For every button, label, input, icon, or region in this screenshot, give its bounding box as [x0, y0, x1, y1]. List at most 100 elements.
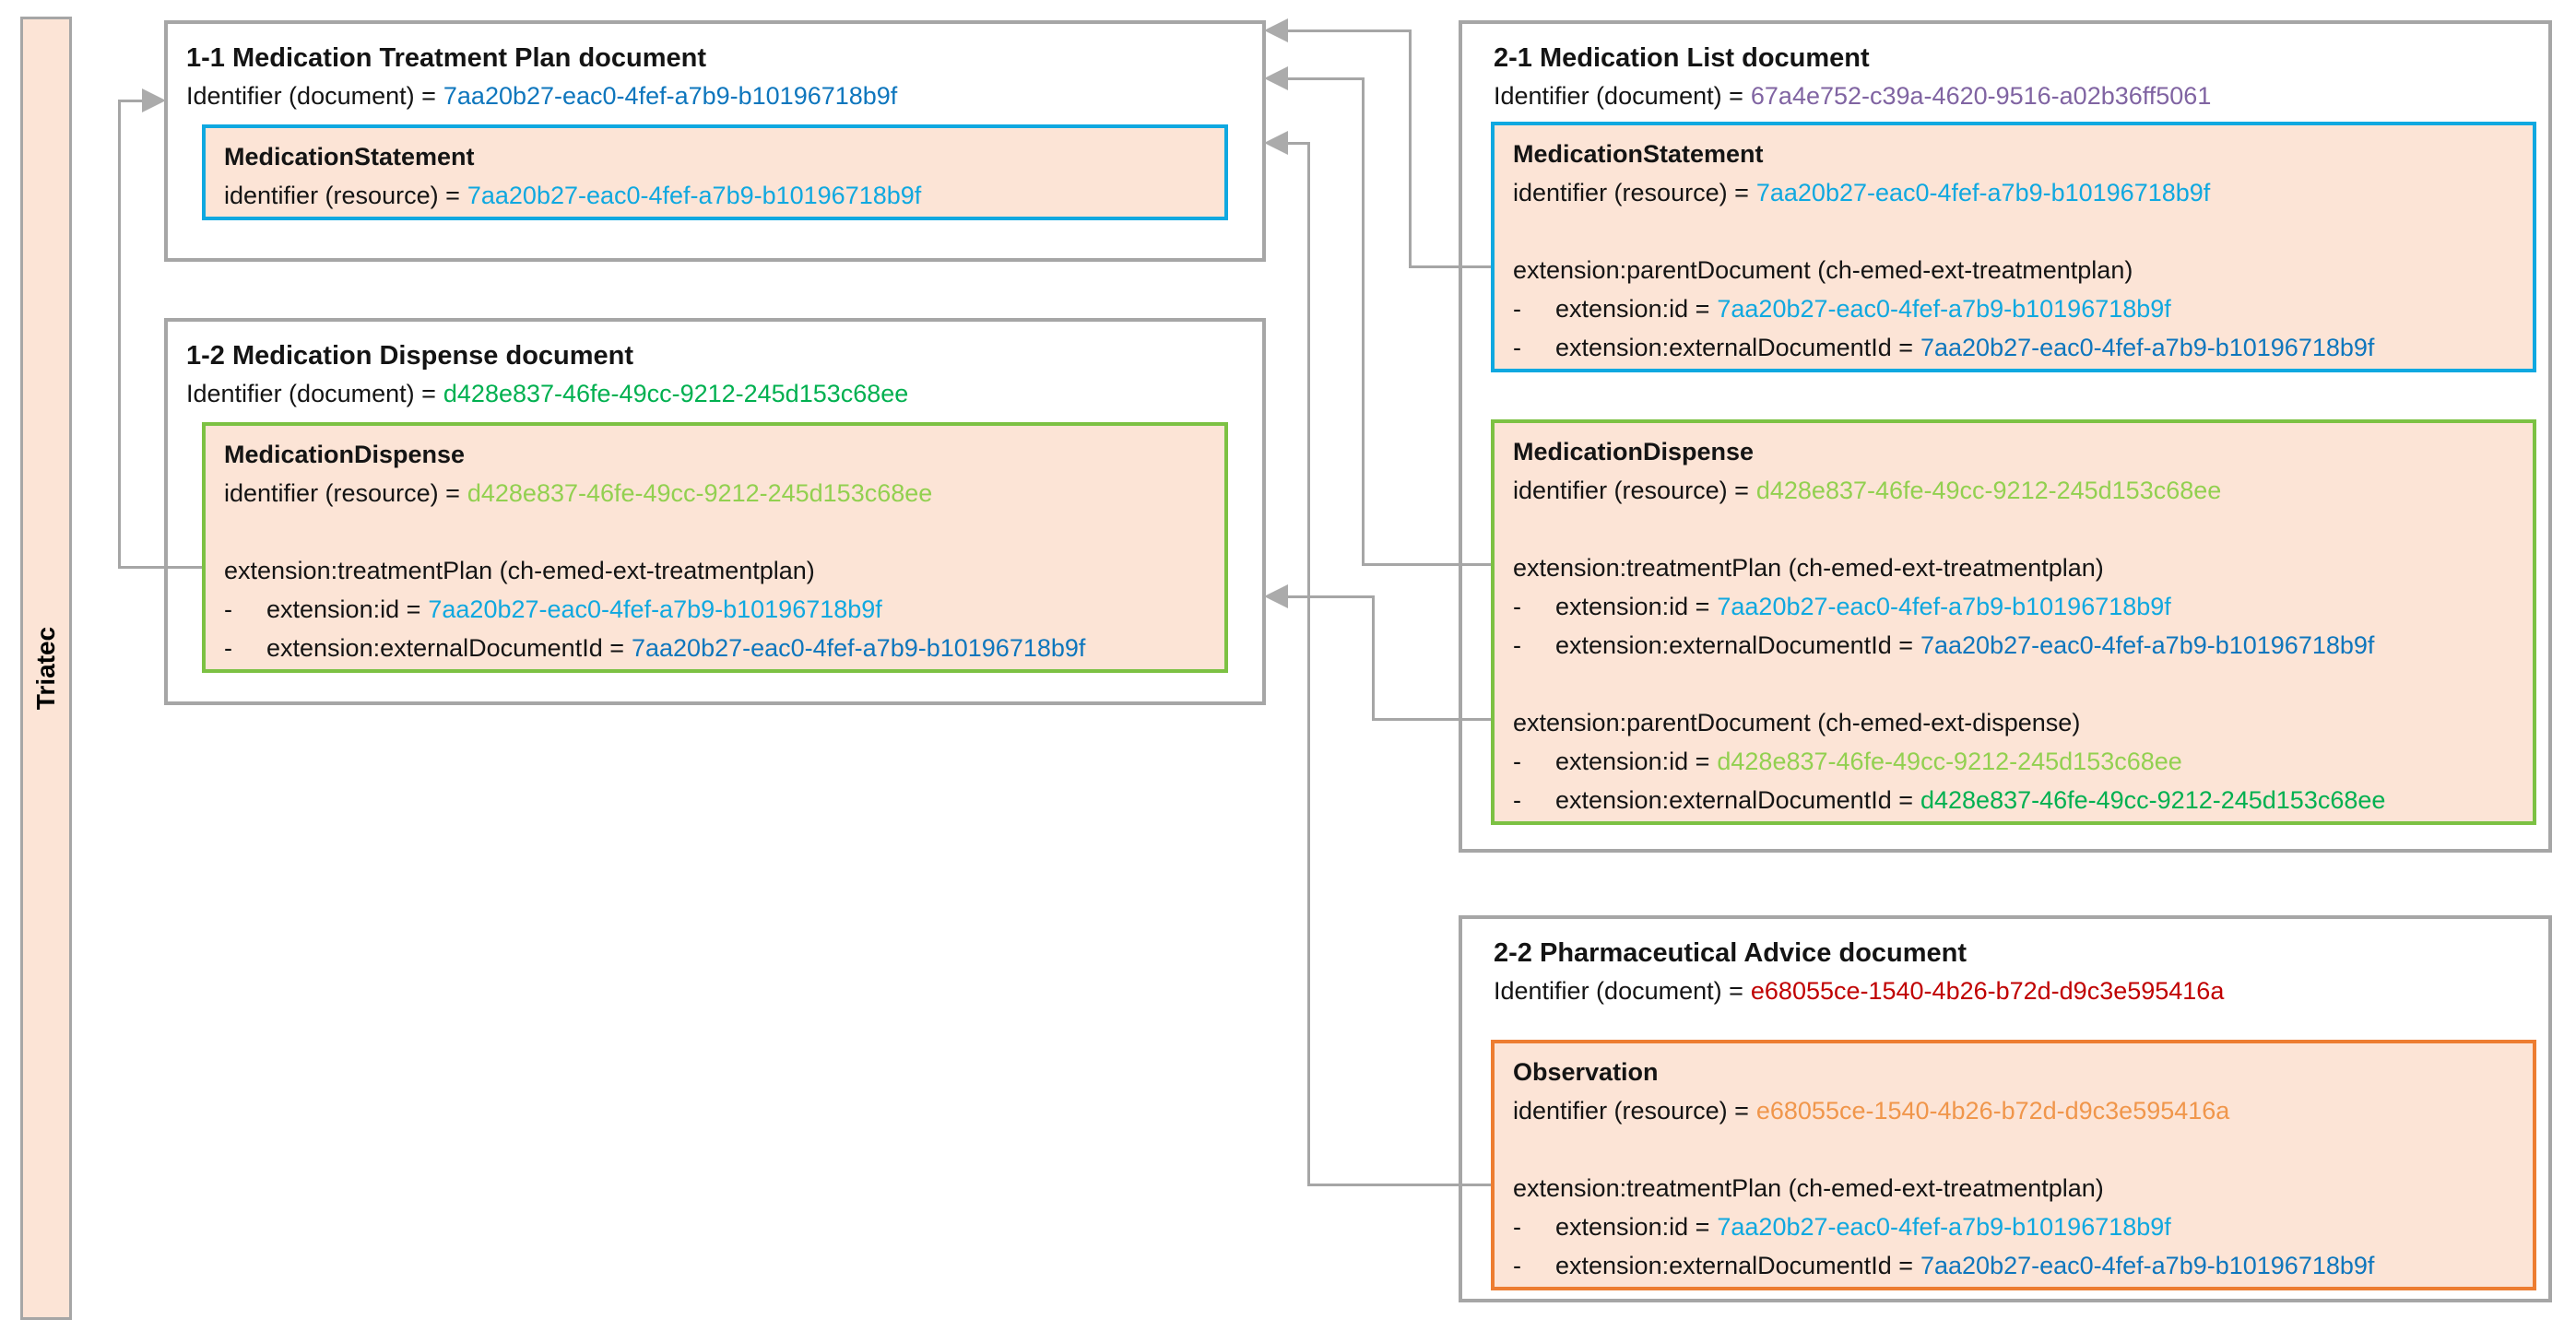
resource-box-medicationstatement: MedicationStatement identifier (resource… [202, 124, 1228, 220]
doc-title: 1-2 Medication Dispense document [186, 341, 634, 371]
identifier-value: 67a4e752-c39a-4620-9516-a02b36ff5061 [1750, 82, 2212, 110]
resource-row: - extension:externalDocumentId =d428e837-… [1513, 781, 2533, 819]
row-label: extension:externalDocumentId = [1555, 631, 1913, 659]
connector-b-horizontal-source [1362, 563, 1491, 566]
row-value: d428e837-46fe-49cc-9212-245d153c68ee [1920, 786, 2386, 814]
doc-box-header: 2-2 Pharmaceutical Advice document Ident… [1462, 919, 2548, 1009]
connector-c-horizontal-source [1307, 1184, 1491, 1186]
resource-row: identifier (resource) =d428e837-46fe-49c… [224, 474, 1224, 512]
lane-triatec: Triatec [20, 17, 72, 1320]
identifier-value: e68055ce-1540-4b26-b72d-d9c3e595416a [1750, 977, 2225, 1005]
connector-d-vertical [118, 100, 121, 569]
row-value: 7aa20b27-eac0-4fef-a7b9-b10196718b9f [1717, 295, 2171, 323]
dash-bullet: - [1513, 295, 1521, 323]
connector-a-horizontal-target [1286, 29, 1412, 32]
arrowhead-left-icon [1264, 131, 1288, 155]
row-label: identifier (resource) = [1513, 477, 1749, 504]
resource-name: MedicationStatement [224, 143, 475, 171]
row-label: extension:id = [1555, 1213, 1710, 1241]
row-label: extension:externalDocumentId = [1555, 786, 1913, 814]
doc-title: 2-1 Medication List document [1494, 43, 1870, 73]
dash-bullet: - [1513, 334, 1521, 361]
connector-e-horizontal-target [1286, 595, 1375, 598]
extension-header-row: extension:treatmentPlan (ch-emed-ext-tre… [1513, 554, 2104, 582]
arrowhead-left-icon [1264, 584, 1288, 608]
row-value: 7aa20b27-eac0-4fef-a7b9-b10196718b9f [1920, 334, 2375, 361]
resource-name: MedicationStatement [1513, 140, 1764, 168]
resource-box-medicationstatement: MedicationStatement identifier (resource… [1491, 122, 2536, 372]
resource-name: Observation [1513, 1058, 1659, 1086]
dash-bullet: - [1513, 1213, 1521, 1241]
resource-row: identifier (resource) =d428e837-46fe-49c… [1513, 471, 2533, 510]
extension-header-row: extension:treatmentPlan (ch-emed-ext-tre… [224, 557, 815, 584]
doc-box-1-2-medication-dispense: 1-2 Medication Dispense document Identif… [164, 318, 1266, 705]
doc-identifier-row: Identifier (document) =7aa20b27-eac0-4fe… [186, 77, 1262, 114]
resource-row: - extension:externalDocumentId =7aa20b27-… [224, 629, 1224, 667]
dash-bullet: - [1513, 748, 1521, 775]
blank-row [224, 512, 1224, 551]
connector-c-horizontal-target [1286, 142, 1310, 145]
arrowhead-left-icon [1264, 66, 1288, 90]
resource-row: - extension:externalDocumentId = 7aa20b27-… [1513, 328, 2533, 367]
row-label: extension:externalDocumentId = [266, 634, 624, 662]
row-value: 7aa20b27-eac0-4fef-a7b9-b10196718b9f [1717, 593, 2171, 620]
identifier-value: d428e837-46fe-49cc-9212-245d153c68ee [443, 380, 909, 407]
row-label: extension:externalDocumentId = [1555, 1252, 1913, 1279]
row-value: d428e837-46fe-49cc-9212-245d153c68ee [1755, 477, 2222, 504]
identifier-label: Identifier (document) = [1494, 977, 1743, 1005]
row-label: extension:id = [266, 595, 421, 623]
connector-e-vertical [1372, 595, 1375, 721]
row-label: identifier (resource) = [1513, 179, 1749, 206]
row-value: d428e837-46fe-49cc-9212-245d153c68ee [467, 479, 933, 507]
resource-row: -extension:id =7aa20b27-eac0-4fef-a7b9-b… [1513, 1207, 2533, 1246]
doc-box-header: 1-1 Medication Treatment Plan document I… [168, 24, 1262, 114]
resource-box-observation: Observation identifier (resource) =e6805… [1491, 1040, 2536, 1290]
extension-header-row: extension:treatmentPlan (ch-emed-ext-tre… [1513, 1174, 2104, 1202]
row-value: e68055ce-1540-4b26-b72d-d9c3e595416a [1755, 1097, 2230, 1125]
resource-row: - extension:id = 7aa20b27-eac0-4fef-a7b9-b… [1513, 587, 2533, 626]
extension-header-row: extension:parentDocument (ch-emed-ext-di… [1513, 709, 2081, 736]
row-value: 7aa20b27-eac0-4fef-a7b9-b10196718b9f [428, 595, 882, 623]
resource-name: MedicationDispense [1513, 438, 1755, 465]
resource-row: -extension:id =d428e837-46fe-49cc-9212-2… [1513, 742, 2533, 781]
doc-title: 2-2 Pharmaceutical Advice document [1494, 938, 1967, 968]
resource-row: - extension:id =7aa20b27-eac0-4fef-a7b9-b… [1513, 289, 2533, 328]
dash-bullet: - [1513, 786, 1521, 814]
doc-box-2-1-medication-list: 2-1 Medication List document Identifier … [1459, 20, 2552, 853]
resource-box-medicationdispense: MedicationDispense identifier (resource)… [1491, 419, 2536, 825]
dash-bullet: - [224, 634, 232, 662]
dash-bullet: - [224, 595, 232, 623]
arrowhead-left-icon [1264, 18, 1288, 42]
doc-identifier-row: Identifier (document) = d428e837-46fe-49c… [186, 375, 1262, 412]
row-label: extension:id = [1555, 295, 1710, 323]
arrowhead-right-icon [142, 88, 166, 112]
doc-box-1-1-treatment-plan: 1-1 Medication Treatment Plan document I… [164, 20, 1266, 262]
row-value: 7aa20b27-eac0-4fef-a7b9-b10196718b9f [467, 182, 922, 209]
row-value: d428e837-46fe-49cc-9212-245d153c68ee [1717, 748, 2182, 775]
connector-b-horizontal-target [1286, 77, 1365, 80]
row-label: extension:externalDocumentId = [1555, 334, 1913, 361]
lane-label: Triatec [31, 626, 60, 711]
resource-row: - extension:id =7aa20b27-eac0-4fef-a7b9-b… [224, 590, 1224, 629]
identifier-label: Identifier (document) = [186, 82, 436, 110]
connector-d-horizontal-target [118, 100, 144, 102]
connector-b-vertical [1362, 77, 1365, 566]
doc-identifier-row: Identifier (document) =67a4e752-c39a-462… [1494, 77, 2548, 114]
row-label: identifier (resource) = [224, 182, 460, 209]
row-value: 7aa20b27-eac0-4fef-a7b9-b10196718b9f [1920, 1252, 2375, 1279]
resource-row: identifier (resource) =7aa20b27-eac0-4fe… [1513, 173, 2533, 212]
blank-row [1513, 212, 2533, 251]
row-label: identifier (resource) = [1513, 1097, 1749, 1125]
connector-e-horizontal-source [1372, 718, 1491, 721]
identifier-value: 7aa20b27-eac0-4fef-a7b9-b10196718b9f [443, 82, 898, 110]
connector-a-vertical [1409, 29, 1412, 268]
identifier-label: Identifier (document) = [1494, 82, 1743, 110]
row-value: 7aa20b27-eac0-4fef-a7b9-b10196718b9f [631, 634, 1086, 662]
identifier-label: Identifier (document) = [186, 380, 436, 407]
resource-row: -extension:externalDocumentId =7aa20b27-… [1513, 626, 2533, 665]
doc-title: 1-1 Medication Treatment Plan document [186, 43, 706, 73]
dash-bullet: - [1513, 593, 1521, 620]
row-label: extension:id = [1555, 593, 1710, 620]
resource-row: identifier (resource) = 7aa20b27-eac0-4fe… [224, 176, 1224, 215]
